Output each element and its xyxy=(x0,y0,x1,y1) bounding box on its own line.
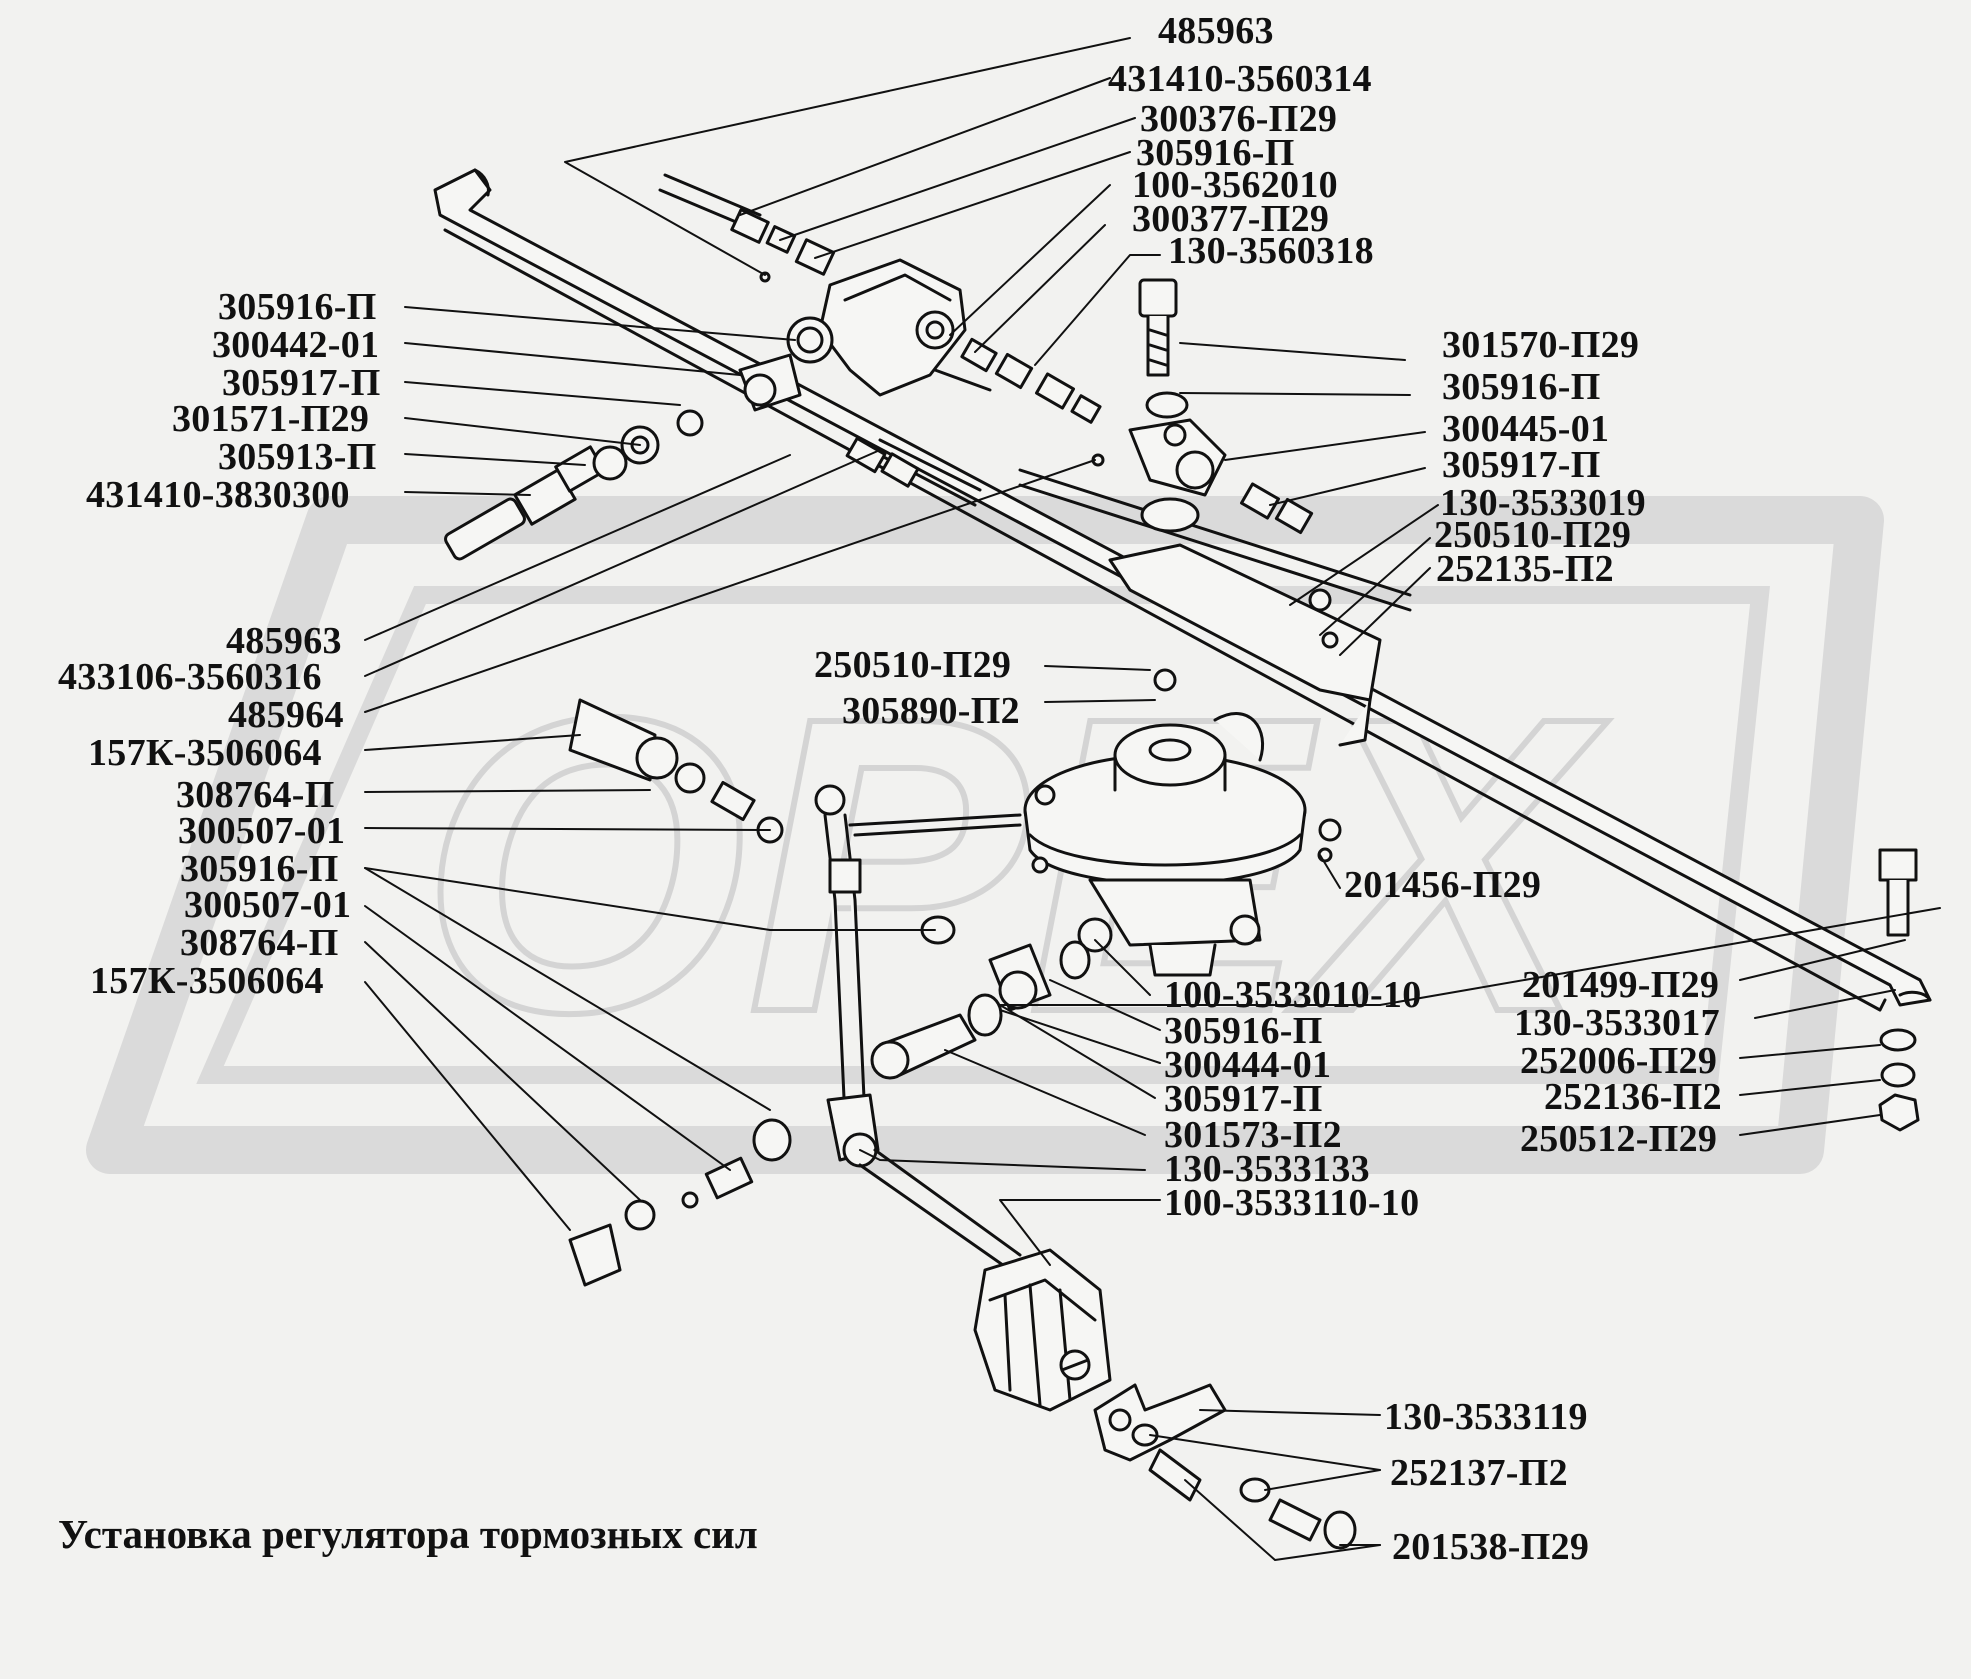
part-label: 305916-П xyxy=(1164,1010,1323,1052)
part-label: 252006-П29 xyxy=(1520,1040,1718,1082)
part-label: 305917-П xyxy=(1164,1078,1323,1120)
part-label: 300507-01 xyxy=(184,884,352,926)
part-label: 431410-3830300 xyxy=(86,474,350,516)
part-label: 300444-01 xyxy=(1164,1044,1332,1086)
tee-block-upper xyxy=(738,258,967,412)
part-label: 157К-3506064 xyxy=(88,732,322,774)
part-label: 201456-П29 xyxy=(1344,864,1542,906)
part-label: 300376-П29 xyxy=(1140,98,1338,140)
part-label: 300377-П29 xyxy=(1132,198,1330,240)
regulator-bracket xyxy=(1108,543,1382,747)
part-label: 252137-П2 xyxy=(1390,1452,1568,1494)
part-label: 305916-П xyxy=(1136,132,1295,174)
part-label: 485963 xyxy=(1158,10,1274,52)
part-label: 301573-П2 xyxy=(1164,1114,1342,1156)
part-label: 252136-П2 xyxy=(1544,1076,1722,1118)
part-label: 308764-П xyxy=(180,922,339,964)
watermark-text: ОРЕХ xyxy=(420,631,1609,1100)
part-label: 308764-П xyxy=(176,774,335,816)
elastic-element xyxy=(973,1248,1112,1412)
part-label: 201499-П29 xyxy=(1522,964,1720,1006)
fittings-upper xyxy=(730,208,1105,467)
part-label: 201538-П29 xyxy=(1392,1526,1590,1568)
figure-caption: Установка регулятора тормозных сил xyxy=(58,1511,758,1557)
part-label: 130-3560318 xyxy=(1168,230,1374,272)
part-label: 250510-П29 xyxy=(1434,514,1632,556)
leader-lines xyxy=(364,37,1941,1561)
part-label: 305916-П xyxy=(1442,366,1601,408)
part-label: 130-3533133 xyxy=(1164,1148,1370,1190)
lower-bracket xyxy=(1093,1383,1357,1550)
part-label: 100-3533010-10 xyxy=(1164,974,1422,1016)
regulator-lever xyxy=(814,784,1022,1272)
part-label: 130-3533017 xyxy=(1514,1002,1720,1044)
frame-end-bolt xyxy=(1878,848,1920,1132)
hose-assembly-left xyxy=(568,698,792,1287)
part-label: 300442-01 xyxy=(212,324,380,366)
part-label: 485964 xyxy=(228,694,344,736)
part-label: 300507-01 xyxy=(178,810,346,852)
part-label: 431410-3560314 xyxy=(1108,58,1372,100)
part-label: 252135-П2 xyxy=(1436,548,1614,590)
part-label: 485963 xyxy=(226,620,342,662)
part-label: 305917-П xyxy=(1442,444,1601,486)
part-label: 305916-П xyxy=(218,286,377,328)
banjo-fittings xyxy=(870,915,1091,1080)
part-label: 305913-П xyxy=(218,436,377,478)
part-label: 301570-П29 xyxy=(1442,324,1640,366)
tee-block-right xyxy=(1128,278,1314,535)
part-label: 130-3533019 xyxy=(1440,482,1646,524)
part-label: 157К-3506064 xyxy=(90,960,324,1002)
part-label: 130-3533119 xyxy=(1384,1396,1588,1438)
part-label: 305917-П xyxy=(222,362,381,404)
part-label: 301571-П29 xyxy=(172,398,370,440)
part-label: 300445-01 xyxy=(1442,408,1610,450)
part-label: 100-3562010 xyxy=(1132,164,1338,206)
part-label: 250510-П29 xyxy=(814,644,1012,686)
brake-regulator xyxy=(1023,712,1342,977)
part-label: 250512-П29 xyxy=(1520,1118,1718,1160)
part-label: 305916-П xyxy=(180,848,339,890)
part-label: 305890-П2 xyxy=(842,690,1020,732)
part-label: 100-3533110-10 xyxy=(1164,1182,1420,1224)
part-label: 433106-3560316 xyxy=(58,656,322,698)
